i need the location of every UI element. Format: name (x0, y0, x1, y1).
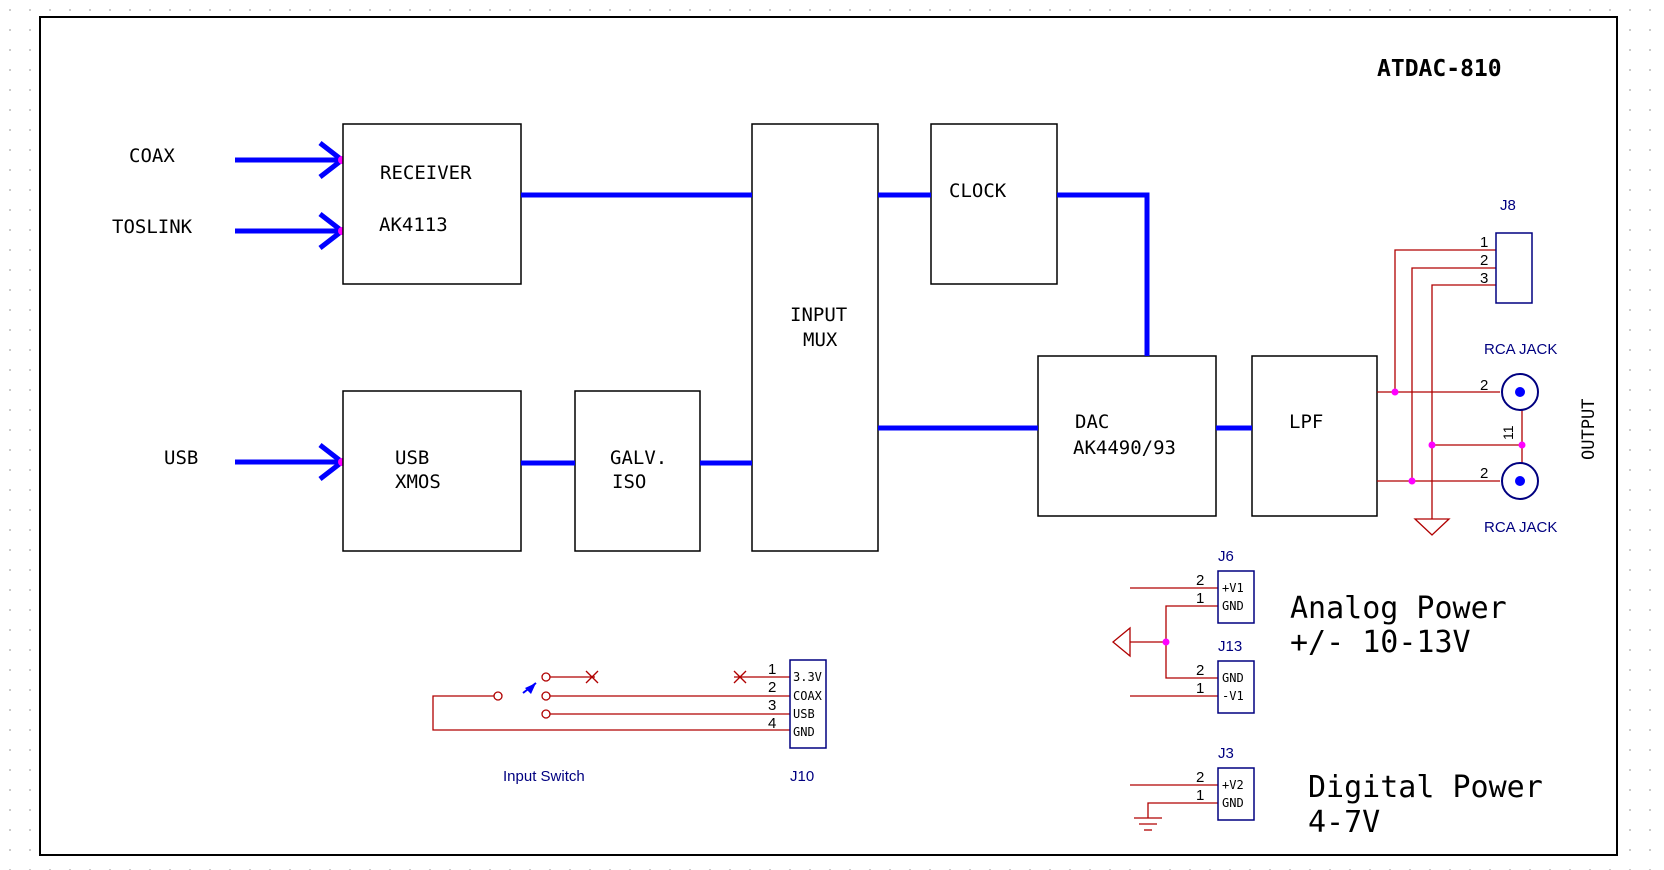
j3-ref: J3 (1218, 745, 1234, 762)
switch-lever (522, 682, 537, 694)
diagram-title: ATDAC-810 (1377, 56, 1502, 82)
clock-block (930, 123, 1058, 285)
input-label-coax: COAX (129, 145, 175, 167)
j6-pin-2: 2 (1196, 572, 1204, 589)
digital-power-label: Digital Power (1308, 770, 1543, 805)
rca-bottom-pin: 2 (1480, 465, 1488, 482)
j3-pin-1: 1 (1196, 787, 1204, 804)
signal-bus (521, 192, 1252, 466)
j3-pin-2: 2 (1196, 769, 1204, 786)
j8-ref: J8 (1500, 197, 1516, 214)
j3-signal-pos: +V2 (1222, 778, 1244, 792)
digital-power-range: 4-7V (1308, 805, 1380, 840)
rca-top-pin: 2 (1480, 377, 1488, 394)
output-wiring (1377, 249, 1523, 519)
receiver-block (342, 123, 522, 285)
receiver-label: RECEIVER (380, 162, 472, 184)
j10-pin-3: 3 (768, 697, 776, 714)
input-label-toslink: TOSLINK (112, 216, 193, 238)
dac-label: DAC (1075, 411, 1109, 433)
input-mux-part: MUX (803, 329, 838, 351)
clock-label: CLOCK (949, 180, 1007, 202)
analog-power-label: Analog Power (1290, 591, 1507, 626)
j10-signal-coax: COAX (793, 689, 823, 703)
dac-part: AK4490/93 (1073, 437, 1176, 459)
j6-ref: J6 (1218, 548, 1234, 565)
j8-pin-3: 3 (1480, 270, 1488, 287)
j13-signal-gnd: GND (1222, 671, 1244, 685)
rca-jack-bottom-label: RCA JACK (1484, 519, 1557, 536)
lpf-label: LPF (1289, 411, 1323, 433)
j10-pin-4: 4 (768, 715, 776, 732)
input-label-usb: USB (164, 447, 198, 469)
input-mux-label: INPUT (790, 304, 847, 326)
rca-jack-top (1501, 373, 1539, 411)
output-label: OUTPUT (1579, 399, 1599, 460)
j10-pin-1: 1 (768, 661, 776, 678)
galv-iso-part: ISO (612, 471, 646, 493)
j10-pin-2: 2 (768, 679, 776, 696)
j10-signal-usb: USB (793, 707, 815, 721)
j6-signal-gnd: GND (1222, 599, 1244, 613)
j13-ref: J13 (1218, 638, 1242, 655)
output-junctions (1391, 388, 1526, 485)
input-mux-block (751, 123, 879, 552)
j6-signal-pos: +V1 (1222, 581, 1244, 595)
switch-wiring (432, 670, 790, 731)
analog-power-range: +/- 10-13V (1290, 625, 1471, 660)
rca-jack-top-label: RCA JACK (1484, 341, 1557, 358)
j6-connector (1217, 570, 1255, 624)
galv-iso-block (574, 390, 701, 552)
power-junction (1162, 638, 1170, 646)
ground-symbol-output (1413, 518, 1451, 536)
j13-pin-1: 1 (1196, 680, 1204, 697)
j3-signal-gnd: GND (1222, 796, 1244, 810)
j8-connector (1495, 232, 1533, 304)
j10-ref: J10 (790, 768, 814, 785)
usb-xmos-label: USB (395, 447, 429, 469)
j8-pin-1: 1 (1480, 234, 1488, 251)
j3-connector (1217, 767, 1255, 821)
j10-connector (789, 659, 827, 749)
dac-block (1037, 355, 1217, 517)
usb-xmos-part: XMOS (395, 471, 441, 493)
j13-connector (1217, 660, 1255, 714)
input-switch-label: Input Switch (503, 768, 585, 785)
galv-iso-label: GALV. (610, 447, 667, 469)
j6-pin-1: 1 (1196, 590, 1204, 607)
j10-signal-gnd: GND (793, 725, 815, 739)
lpf-block (1251, 355, 1378, 517)
rca-shield-pins: 11 (1500, 425, 1516, 440)
j13-pin-2: 2 (1196, 662, 1204, 679)
j10-signal-3v3: 3.3V (793, 670, 822, 684)
power-wiring (1111, 587, 1218, 831)
j8-pin-2: 2 (1480, 252, 1488, 269)
rca-jack-bottom (1501, 462, 1539, 500)
usb-xmos-block (342, 390, 522, 552)
receiver-part: AK4113 (379, 214, 448, 236)
j13-signal-neg: -V1 (1222, 689, 1244, 703)
